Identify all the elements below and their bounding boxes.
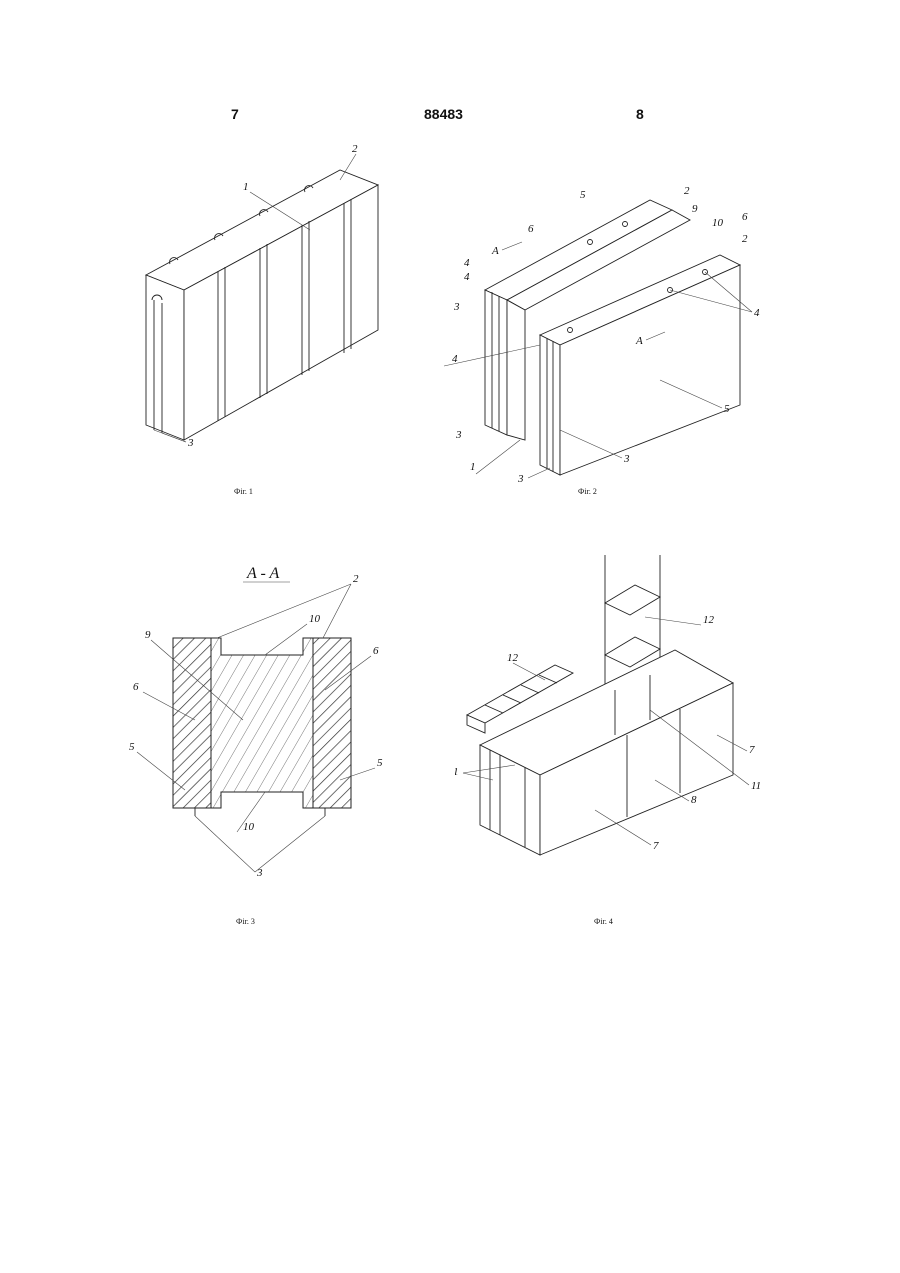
figure-1-caption: Фіг. 1 — [234, 487, 253, 496]
fig1-label-3: 3 — [187, 437, 194, 449]
fig3-label-5-left: 5 — [129, 741, 135, 753]
fig2-label-1: 1 — [470, 461, 476, 473]
fig4-assembly — [467, 555, 733, 855]
fig1-label-2: 2 — [352, 143, 358, 155]
fig3-label-5-right: 5 — [377, 757, 383, 769]
fig2-label-6-left: 6 — [528, 223, 534, 235]
fig2-label-10: 10 — [712, 217, 724, 229]
fig2-label-3-bottom: 3 — [517, 473, 524, 485]
fig2-label-9: 9 — [692, 203, 698, 215]
fig4-label-12-cage: 12 — [507, 652, 519, 664]
fig2-label-4-a: 4 — [464, 257, 470, 269]
page-number-left: 7 — [231, 106, 239, 122]
fig4-label-11: 11 — [751, 780, 761, 792]
fig3-label-6-left: 6 — [133, 681, 139, 693]
fig2-label-A-left: A — [491, 245, 499, 257]
figure-3-drawing: A - A 2 9 10 6 6 5 5 10 3 — [125, 560, 405, 885]
fig2-label-4-right: 4 — [754, 307, 760, 319]
fig4-label-7-front: 7 — [653, 840, 659, 852]
figure-4-drawing: 12 12 1 7 8 11 7 — [455, 555, 775, 865]
fig4-label-12-column: 12 — [703, 614, 715, 626]
fig3-label-6-right: 6 — [373, 645, 379, 657]
fig2-panels — [485, 200, 740, 475]
fig3-label-9: 9 — [145, 629, 151, 641]
fig2-label-2-right: 2 — [742, 233, 748, 245]
fig2-label-5-right: 5 — [724, 403, 730, 415]
fig3-label-2: 2 — [353, 573, 359, 585]
fig4-label-1: 1 — [455, 766, 459, 778]
fig2-label-3-bottom-right: 3 — [623, 453, 630, 465]
fig4-label-7-right: 7 — [749, 744, 755, 756]
fig2-label-6-right: 6 — [742, 211, 748, 223]
fig4-label-8: 8 — [691, 794, 697, 806]
fig2-label-3-left: 3 — [453, 301, 460, 313]
fig2-label-2-top: 2 — [684, 185, 690, 197]
figure-2-drawing: 5 2 6 9 10 6 2 A 4 4 3 4 A 4 5 3 1 3 3 — [440, 180, 770, 490]
fig3-label-10-bottom: 10 — [243, 821, 255, 833]
fig3-section — [173, 638, 351, 816]
fig3-label-10-top: 10 — [309, 613, 321, 625]
fig2-label-A-right: A — [635, 335, 643, 347]
fig2-label-3-bottom-left: 3 — [455, 429, 462, 441]
patent-number: 88483 — [424, 106, 463, 122]
fig2-label-5-top: 5 — [580, 189, 586, 201]
figure-2-caption: Фіг. 2 — [578, 487, 597, 496]
fig3-label-section: A - A — [246, 565, 280, 582]
figure-3-caption: Фіг. 3 — [236, 917, 255, 926]
fig1-label-1: 1 — [243, 181, 249, 193]
fig1-panel — [146, 170, 378, 440]
page-number-right: 8 — [636, 106, 644, 122]
fig3-label-3: 3 — [256, 867, 263, 879]
figure-1-drawing: 1 2 3 — [130, 140, 390, 460]
fig2-label-4-b: 4 — [464, 271, 470, 283]
figure-4-caption: Фіг. 4 — [594, 917, 613, 926]
